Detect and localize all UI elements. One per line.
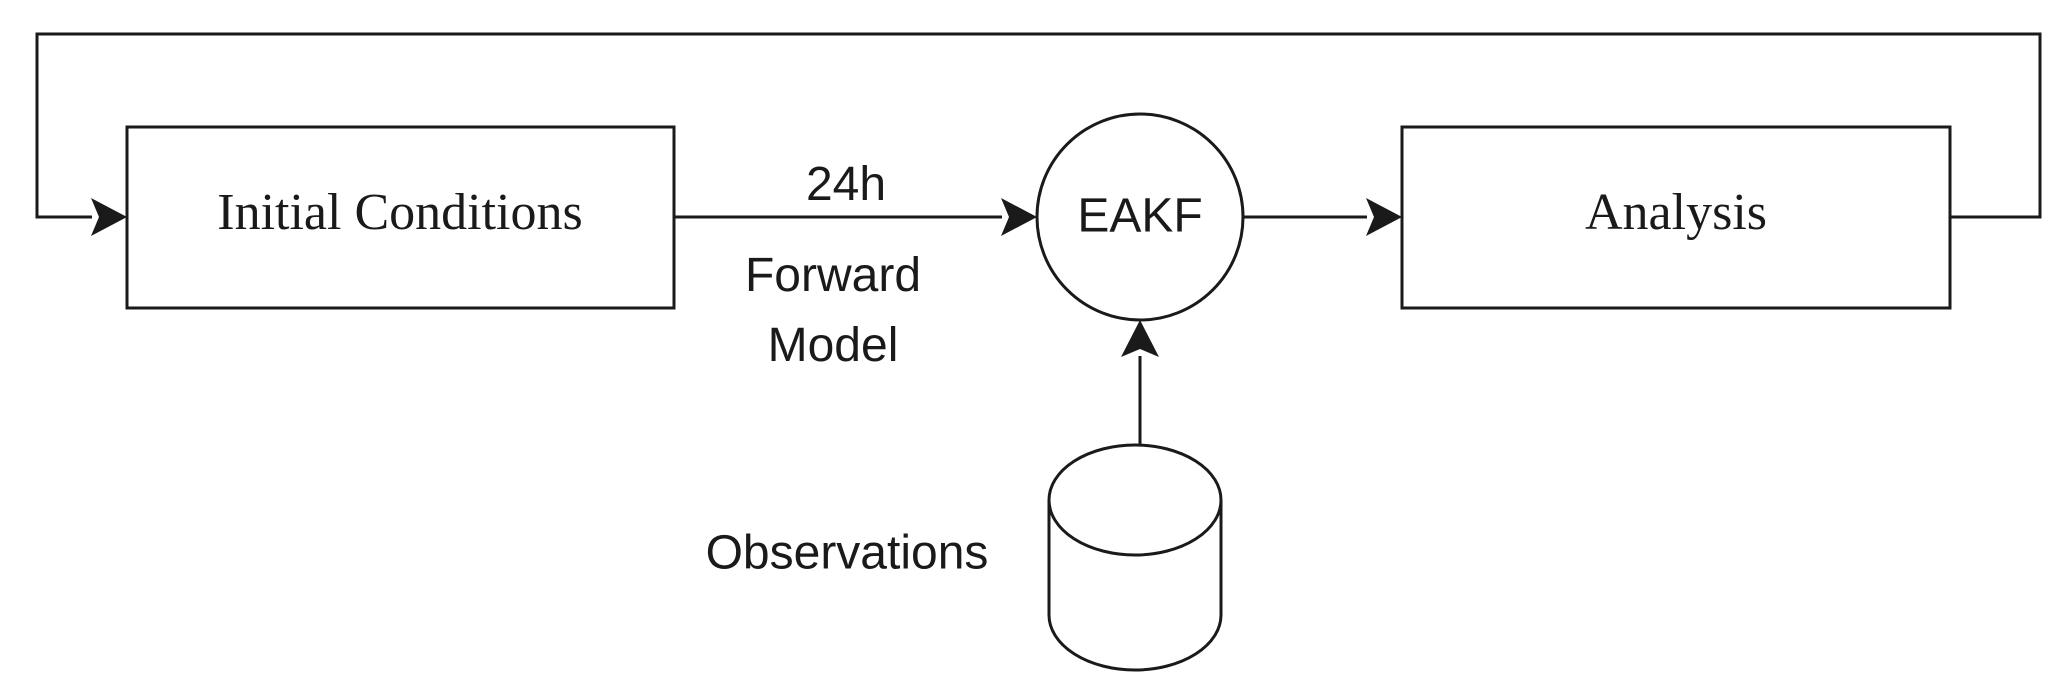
duration-label: 24h bbox=[806, 158, 886, 211]
eakf-label: EAKF bbox=[1077, 190, 1202, 243]
observations-arrowhead bbox=[1121, 320, 1159, 357]
forward-label: Forward bbox=[745, 249, 921, 302]
observations-cylinder bbox=[1047, 443, 1223, 672]
analysis-label: Analysis bbox=[1585, 184, 1767, 241]
forward-model-arrowhead bbox=[1001, 198, 1037, 236]
feedback-arrowhead bbox=[91, 198, 127, 236]
analysis-arrowhead bbox=[1366, 198, 1402, 236]
observations-label: Observations bbox=[706, 527, 989, 580]
observations-cylinder-rim bbox=[1047, 499, 1223, 557]
analysis-box bbox=[1400, 125, 1952, 310]
model-label: Model bbox=[768, 319, 899, 372]
initial-conditions-label: Initial Conditions bbox=[217, 184, 582, 241]
initial-conditions-box bbox=[125, 125, 676, 310]
feedback-loop-line bbox=[35, 32, 2042, 219]
